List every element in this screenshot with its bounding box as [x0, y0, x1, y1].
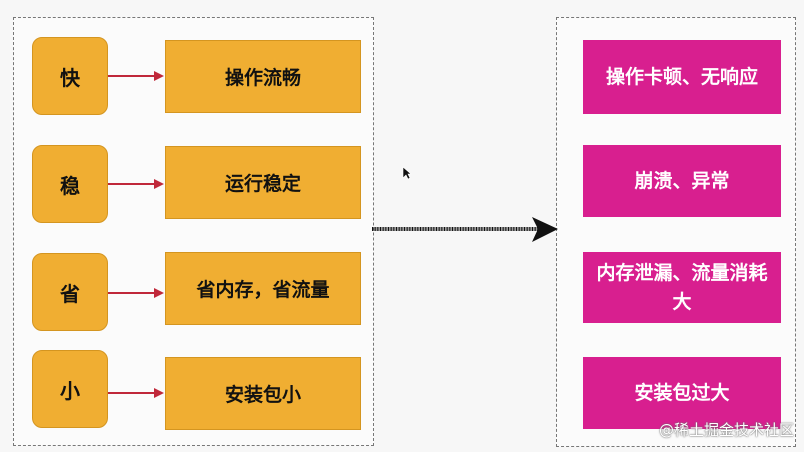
link-arrow-icon	[108, 288, 164, 298]
desc-label: 操作流畅	[224, 67, 301, 89]
key-label: 省	[60, 281, 80, 306]
mouse-pointer-icon	[402, 166, 412, 180]
problem-box-size: 安装包过大	[583, 357, 781, 429]
problem-label: 安装包过大	[634, 381, 730, 404]
problem-label: 操作卡顿、无响应	[605, 65, 758, 88]
key-box-save: 省	[32, 253, 108, 331]
big-arrow-icon	[372, 217, 558, 242]
key-label: 快	[60, 65, 80, 90]
desc-box-stable: 运行稳定	[165, 146, 361, 219]
key-label: 稳	[60, 173, 80, 198]
problem-label: 崩溃、异常	[634, 169, 730, 192]
key-box-stable: 稳	[32, 145, 108, 223]
desc-box-small: 安装包小	[165, 357, 361, 430]
link-arrow-icon	[108, 388, 164, 398]
desc-label: 安装包小	[224, 384, 301, 406]
desc-label: 运行稳定	[224, 173, 301, 195]
problem-box-crash: 崩溃、异常	[583, 145, 781, 217]
desc-box-fast: 操作流畅	[165, 40, 361, 113]
watermark: @稀土掘金技术社区	[658, 421, 794, 439]
problem-box-lag: 操作卡顿、无响应	[583, 40, 781, 114]
link-arrow-icon	[108, 179, 164, 189]
link-arrow-icon	[108, 71, 164, 81]
problem-label: 内存泄漏、流量消耗大	[596, 261, 768, 313]
desc-label: 省内存，省流量	[196, 279, 330, 301]
key-label: 小	[60, 378, 80, 403]
key-box-fast: 快	[32, 37, 108, 115]
desc-box-save: 省内存，省流量	[165, 252, 361, 325]
key-box-small: 小	[32, 350, 108, 428]
problem-box-leak: 内存泄漏、流量消耗大	[583, 252, 781, 323]
